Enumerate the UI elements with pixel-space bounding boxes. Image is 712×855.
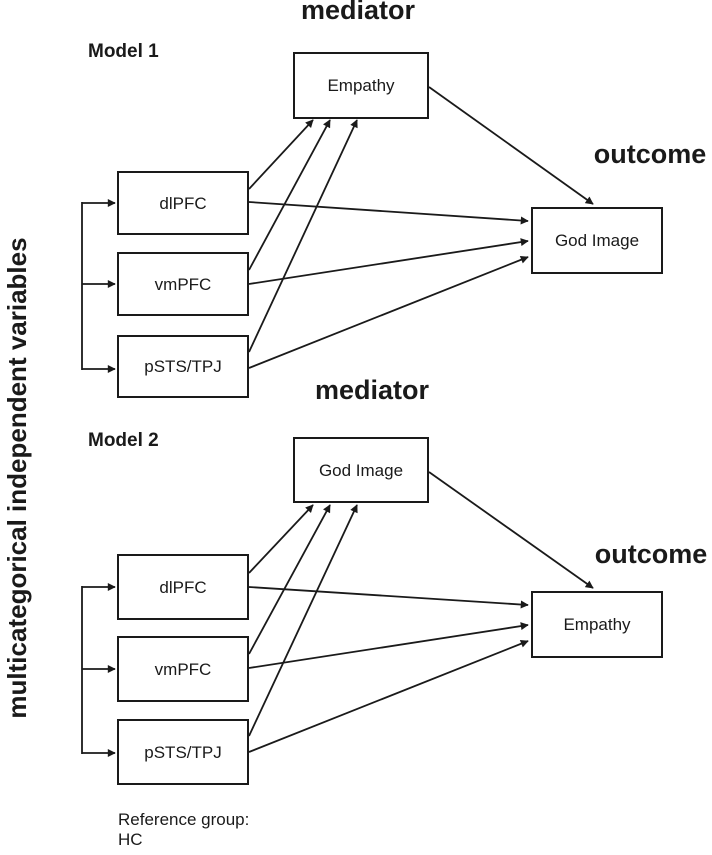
reference-group-line1: Reference group: xyxy=(118,810,250,829)
model1-predictor-dlpfc-label: dlPFC xyxy=(159,193,207,213)
model2-mediator-box: God Image xyxy=(293,437,429,503)
model2-outcome-box-label: Empathy xyxy=(563,615,631,634)
model1-outcome-role-label: outcome xyxy=(593,139,707,169)
model1-predictor-box-psts-tpj: pSTS/TPJ xyxy=(117,335,249,398)
model2-predictor-box-vmpfc: vmPFC xyxy=(117,636,249,702)
model1-arrow-vmpfc-to-outcome xyxy=(248,238,529,285)
model1-mediator-box-label: Empathy xyxy=(327,76,395,95)
model2-mediator-box-label: God Image xyxy=(318,460,404,480)
model1-arrow-dlpfc-to-outcome xyxy=(248,201,529,225)
reference-group-line2: HC xyxy=(118,830,143,849)
model1-outcome-box: God Image xyxy=(531,207,663,274)
independent-variables-label: multicategorical independent variables xyxy=(2,237,32,719)
model2-title: Model 2 xyxy=(88,430,159,451)
model1-predictor-psts-tpj-label: pSTS/TPJ xyxy=(144,357,222,376)
model1-arrow-psts-to-mediator xyxy=(248,119,358,353)
model2-arrow-dlpfc-to-mediator xyxy=(248,504,314,574)
model2-arrow-psts-to-outcome xyxy=(248,639,529,753)
model1-title: Model 1 xyxy=(88,41,159,62)
model1-arrow-mediator-to-outcome xyxy=(428,86,594,205)
model2-arrow-vmpfc-to-mediator xyxy=(248,504,331,655)
model2-outcome-box: Empathy xyxy=(531,591,663,658)
model2-predictor-box-psts-tpj: pSTS/TPJ xyxy=(117,719,249,785)
model2-predictor-vmpfc-label: vmPFC xyxy=(154,659,212,679)
model1-outcome-box-label: God Image xyxy=(554,231,640,250)
model1-mediator-box: Empathy xyxy=(293,52,429,119)
model1-mediator-role-label: mediator xyxy=(300,0,416,25)
model2-mediator-role-label: mediator xyxy=(314,375,430,405)
model1-predictor-vmpfc-label: vmPFC xyxy=(154,274,212,294)
model1-arrow-dlpfc-to-mediator xyxy=(248,119,314,190)
model2-predictor-psts-tpj-label: pSTS/TPJ xyxy=(144,742,222,762)
model2-arrow-mediator-to-outcome xyxy=(428,471,594,589)
model2-predictor-dlpfc-label: dlPFC xyxy=(159,577,207,597)
model1-predictor-box-dlpfc: dlPFC xyxy=(117,171,249,235)
model1-arrow-vmpfc-to-mediator xyxy=(248,119,331,271)
model2-arrow-psts-to-mediator xyxy=(248,504,358,737)
model2-arrow-vmpfc-to-outcome xyxy=(248,622,529,669)
model2-arrow-dlpfc-to-outcome xyxy=(248,586,529,609)
model1-predictor-box-vmpfc: vmPFC xyxy=(117,252,249,316)
model2-outcome-role-label: outcome xyxy=(594,539,708,569)
model1-arrow-psts-to-outcome xyxy=(248,255,529,369)
model2-predictor-box-dlpfc: dlPFC xyxy=(117,554,249,620)
reference-group-note: Reference group: HC xyxy=(118,810,249,850)
